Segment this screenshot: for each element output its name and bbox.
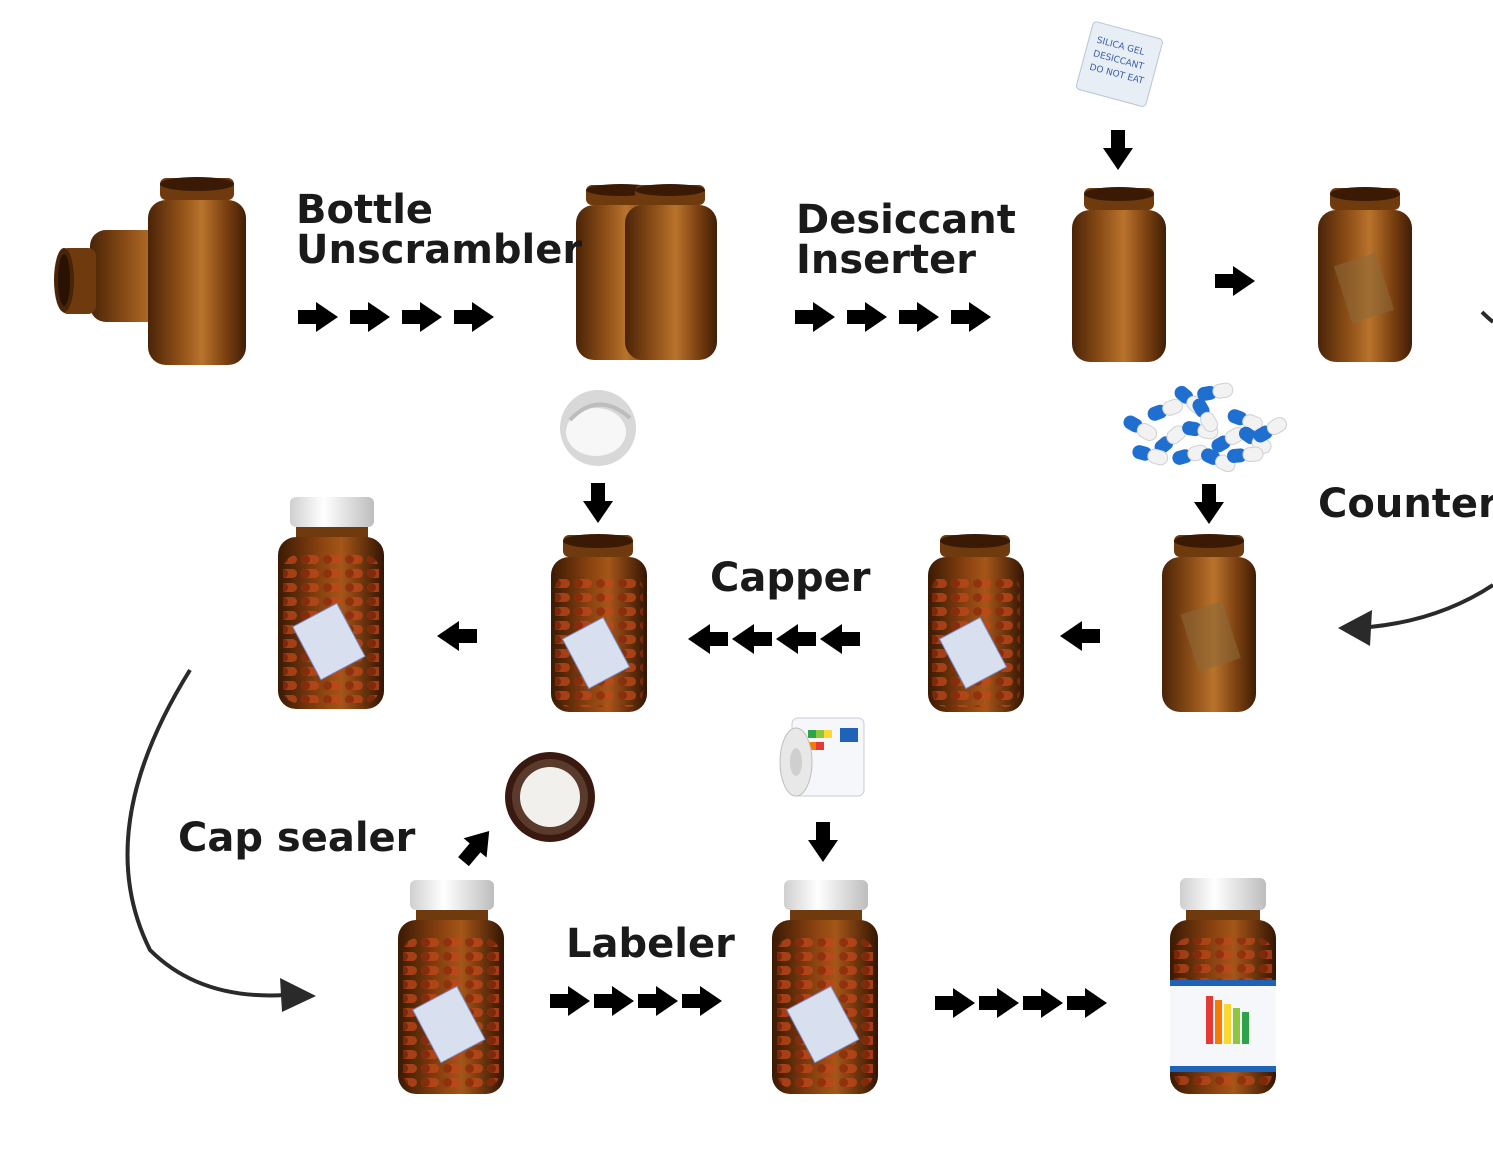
arrow-right-1 (795, 302, 835, 332)
arrow-right-4 (951, 302, 991, 332)
arrow-down-1 (583, 483, 613, 523)
arrow-down-capsules (1194, 484, 1224, 524)
bottle-filled-2 (551, 534, 647, 712)
arrow-right-4 (682, 986, 722, 1016)
bottle-with-desiccant-2 (1162, 534, 1256, 712)
label-labeler: Labeler (566, 921, 735, 967)
arrow-group-capper (688, 624, 860, 654)
label-bottle-unscrambler-1: Bottle (296, 187, 434, 233)
arrow-right-2 (594, 986, 634, 1016)
arrow-right-1 (550, 986, 590, 1016)
capsule-15 (1192, 398, 1218, 433)
bottle-desiccant-in (1072, 187, 1166, 362)
arrow-group-counter-out (1060, 621, 1100, 651)
arrow-group-unscrambler (298, 302, 494, 332)
capsule-14 (1253, 417, 1288, 443)
arrow-down-cap (583, 483, 613, 523)
arrow-right-2 (979, 988, 1019, 1018)
arrow-left-3 (776, 624, 816, 654)
flow-curve-right (1369, 583, 1493, 629)
arrow-down-1 (1194, 484, 1224, 524)
cap-white-floating (560, 390, 636, 466)
capsule-5 (1227, 409, 1263, 432)
arrow-diag-1 (458, 831, 490, 867)
bottle-upright-1 (148, 177, 246, 365)
bottle-with-desiccant-1 (1318, 187, 1412, 362)
arrow-down-1 (1103, 130, 1133, 170)
arrow-right-2 (350, 302, 390, 332)
capsule-10 (1132, 445, 1169, 466)
capsule-13 (1227, 446, 1264, 463)
arrow-group-capper-out (437, 621, 477, 651)
label-cap-sealer: Cap sealer (178, 815, 416, 861)
arrow-group-desiccant (795, 302, 991, 332)
label-desiccant-inserter-2: Inserter (796, 237, 976, 283)
arrow-right-1 (298, 302, 338, 332)
capsule-6 (1154, 425, 1186, 455)
arrow-right-4 (1067, 988, 1107, 1018)
arrow-right-1 (1215, 266, 1255, 296)
arrow-left-1 (688, 624, 728, 654)
arrow-right-1 (935, 988, 975, 1018)
arrow-left-1 (1060, 621, 1100, 651)
arrow-left-2 (732, 624, 772, 654)
bottle-filled-1 (928, 534, 1024, 712)
desiccant-packet-top: SILICA GEL DESICCANT DO NOT EAT (1075, 21, 1163, 107)
arrow-diag-seal (458, 831, 490, 867)
bottle-capped-1 (278, 497, 384, 709)
arrow-down-1 (808, 822, 838, 862)
flow-curve-right-head (1338, 610, 1372, 646)
capsule-2 (1147, 398, 1183, 421)
arrow-group-row1-single (1215, 266, 1255, 296)
bottle-capped-2 (398, 880, 504, 1094)
bottle-pair-front (625, 184, 717, 360)
induction-seal (505, 752, 595, 842)
label-bottle-unscrambler-2: Unscrambler (296, 227, 583, 273)
arrow-down-label (808, 822, 838, 862)
arrow-right-2 (847, 302, 887, 332)
flow-curve-top-right (1480, 310, 1493, 324)
flow-curve-left-head (280, 978, 316, 1012)
arrow-left-1 (437, 621, 477, 651)
arrow-down-desiccant (1103, 130, 1133, 170)
capsules-cluster (1123, 382, 1288, 473)
label-counter: Counter (1318, 481, 1493, 527)
arrow-right-3 (402, 302, 442, 332)
arrow-right-3 (638, 986, 678, 1016)
arrow-left-4 (820, 624, 860, 654)
label-roll (779, 717, 865, 797)
label-desiccant-inserter-1: Desiccant (796, 197, 1016, 243)
capsule-1 (1123, 415, 1158, 441)
arrow-group-final (935, 988, 1107, 1018)
bottle-labeled (1170, 878, 1276, 1094)
arrow-group-labeler (550, 986, 722, 1016)
bottle-capped-3 (772, 880, 878, 1094)
label-capper: Capper (710, 555, 871, 601)
arrow-right-3 (899, 302, 939, 332)
arrow-right-4 (454, 302, 494, 332)
arrow-right-3 (1023, 988, 1063, 1018)
flow-curve-left (125, 668, 286, 998)
capsule-4 (1197, 382, 1234, 401)
